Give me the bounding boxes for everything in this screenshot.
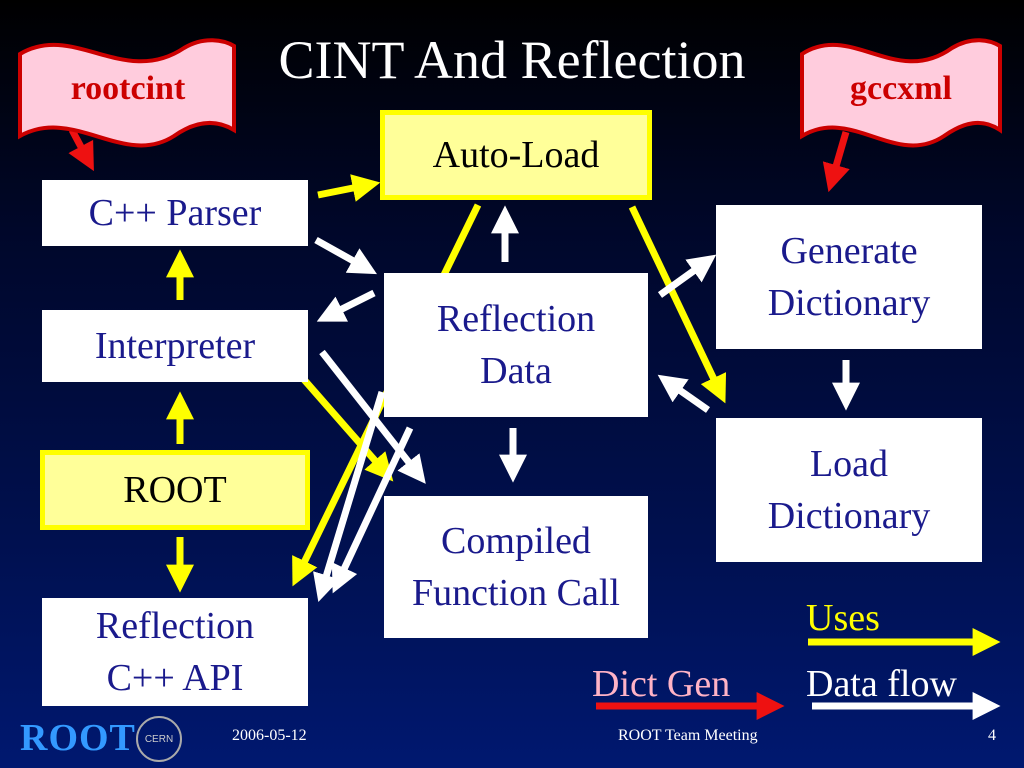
interpreter-box: Interpreter (42, 310, 308, 382)
rootcint-label: rootcint (70, 70, 186, 107)
footer-meeting: ROOT Team Meeting (618, 727, 758, 744)
arrow-interpreter-to-compiled (297, 372, 394, 482)
root-logo: ROOT (20, 717, 136, 759)
legend-uses-label: Uses (806, 597, 880, 639)
arrow-parser-to-autoload (317, 174, 381, 202)
arrow-autoload-to-loaddict (628, 205, 727, 404)
arrow-gccxml-to-generate (822, 131, 850, 193)
generate-dict-label-line1: Generate (780, 230, 918, 272)
reflection-api-label-line1: Reflection (95, 605, 255, 647)
compiled-call-label-line1: Compiled (441, 520, 591, 562)
arrow-refldata-to-interpreter (316, 289, 376, 322)
reflection-data-label-line2: Data (480, 350, 552, 392)
arrow-parser-to-refldata (314, 236, 377, 275)
arrow-rootcint-to-parser (68, 128, 94, 172)
load-dict-label-line2: Dictionary (767, 495, 931, 537)
root-label: ROOT (123, 469, 227, 511)
auto-load-label: Auto-Load (432, 134, 600, 176)
reflection-api-label-line2: C++ API (106, 657, 244, 699)
arrow-interpreter-to-compiled-white (319, 349, 426, 484)
reflection-api-box: Reflection C++ API (42, 598, 308, 706)
gccxml-label: gccxml (850, 70, 952, 107)
load-dict-label-line1: Load (809, 443, 889, 485)
gccxml-banner: gccxml (796, 28, 1006, 150)
reflection-data-label-line1: Reflection (436, 298, 596, 340)
rootcint-banner: rootcint (14, 28, 242, 150)
reflection-data-box: Reflection Data (384, 273, 648, 417)
footer-page-number: 4 (988, 727, 996, 744)
legend-dataflow-label: Data flow (806, 663, 957, 705)
arrow-refldata-to-generate (657, 254, 717, 298)
footer-date: 2006-05-12 (232, 727, 307, 744)
slide-title: CINT And Reflection (278, 30, 746, 90)
legend-dictgen-label: Dict Gen (592, 663, 731, 705)
interpreter-label: Interpreter (94, 325, 256, 367)
compiled-function-call-box: Compiled Function Call (384, 496, 648, 638)
arrow-loaddict-to-refldata (657, 374, 711, 413)
auto-load-box: Auto-Load (380, 110, 652, 200)
generate-dictionary-box: Generate Dictionary (716, 205, 982, 349)
cpp-parser-box: C++ Parser (42, 180, 308, 246)
arrow-refldata-to-api (313, 390, 386, 603)
compiled-call-label-line2: Function Call (412, 572, 620, 614)
arrow-compiled-to-api (331, 426, 414, 594)
generate-dict-label-line2: Dictionary (767, 282, 931, 324)
root-box: ROOT (40, 450, 310, 530)
load-dictionary-box: Load Dictionary (716, 418, 982, 562)
cpp-parser-label: C++ Parser (88, 192, 262, 234)
cern-logo: CERN (136, 716, 182, 762)
